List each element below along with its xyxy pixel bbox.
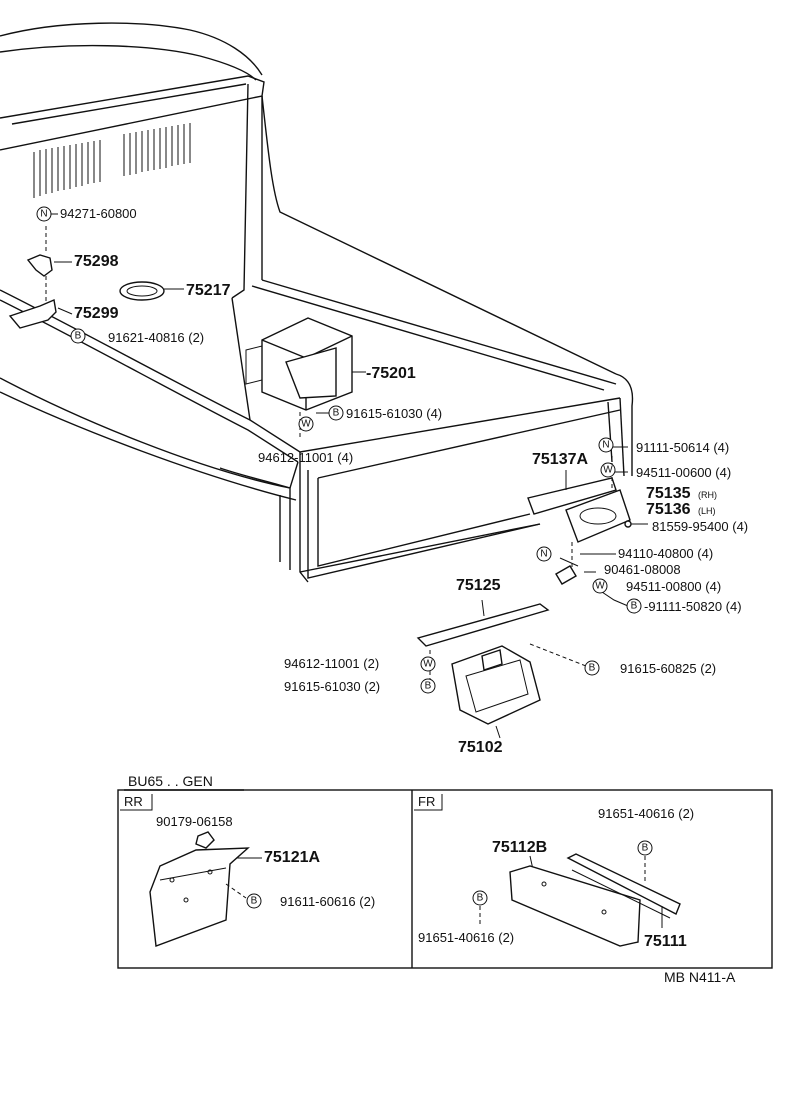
label-91615a: 91615-61030 (4): [346, 406, 442, 421]
label-91651a: 91651-40616 (2): [598, 806, 694, 821]
label-75111: 75111: [644, 933, 687, 950]
bolt-symbol: B: [251, 896, 258, 907]
vent-louvres: [33, 123, 191, 198]
inset-section: BU65 . . GEN RR 90179-06158 75121A B 916…: [117, 773, 773, 985]
label-81559: 81559-95400 (4): [652, 519, 748, 534]
label-90179: 90179-06158: [156, 814, 233, 829]
bar-75137A: [527, 477, 617, 515]
bolt-symbol: B: [631, 601, 638, 612]
label-91111b: -91111-50820 (4): [644, 599, 742, 614]
bolt-symbol: B: [425, 681, 432, 692]
drawing-code: MB N411-A: [664, 969, 736, 985]
label-75298: 75298: [74, 253, 119, 270]
bolt-symbol: B: [75, 331, 82, 342]
label-75136-side: (LH): [698, 506, 716, 516]
clip-75298: [26, 254, 53, 277]
bracket-75299: [8, 299, 57, 329]
bolt-symbol: B: [642, 843, 649, 854]
label-90461: 90461-08008: [604, 562, 681, 577]
panel-rr-label: RR: [124, 794, 143, 809]
callouts: N 94271-60800 75298 75217 75299 B 91621-…: [36, 206, 748, 756]
label-94511b: 94511-00800 (4): [626, 579, 721, 594]
bolt-symbol: B: [333, 408, 340, 419]
label-91621: 91621-40816 (2): [108, 330, 204, 345]
label-75217: 75217: [186, 282, 231, 299]
label-94612b: 94612-11001 (2): [284, 656, 379, 671]
label-91651b: 91651-40616 (2): [418, 930, 514, 945]
label-94271: 94271-60800: [60, 206, 137, 221]
bolt-symbol: B: [589, 663, 596, 674]
label-75136: 75136: [646, 501, 691, 518]
vehicle-body-drawing: [0, 22, 634, 583]
bracket-75111: [566, 853, 681, 919]
mudflap-75121A: [149, 847, 250, 947]
label-75112B: 75112B: [492, 839, 547, 856]
label-75299: 75299: [74, 305, 119, 322]
section-title: BU65 . . GEN: [128, 773, 213, 789]
label-75102: 75102: [458, 739, 503, 756]
panel-fr-label: FR: [418, 794, 435, 809]
plate-75125: [416, 603, 550, 647]
label-75135-side: (RH): [698, 490, 717, 500]
label-94511a: 94511-00600 (4): [636, 465, 731, 480]
label-94612a: 94612-11001 (4): [258, 450, 353, 465]
bolt-symbol: B: [477, 893, 484, 904]
washer-symbol: W: [595, 581, 605, 592]
mount-75102: [451, 645, 541, 725]
label-75125: 75125: [456, 577, 501, 594]
label-91615b: 91615-60825 (2): [620, 661, 716, 676]
washer-symbol: W: [423, 659, 433, 670]
washer-symbol: W: [603, 465, 613, 476]
label-94110: 94110-40800 (4): [618, 546, 713, 561]
label-91615c: 91615-61030 (2): [284, 679, 380, 694]
label-75135: 75135: [646, 485, 691, 502]
washer-symbol: W: [301, 419, 311, 430]
nut-90179: [195, 831, 215, 849]
bracket-75135: [565, 489, 631, 543]
label-75201: -75201: [366, 365, 416, 382]
ring-75217: [119, 281, 165, 301]
nut-symbol: N: [40, 209, 47, 220]
box-75201: [245, 317, 353, 411]
label-75121A: 75121A: [264, 849, 320, 866]
nut-symbol: N: [540, 549, 547, 560]
plate-75112B: [509, 865, 641, 947]
mount-parts-left: [8, 226, 366, 440]
label-75137A: 75137A: [532, 451, 588, 468]
hitch-parts-right: [416, 456, 648, 739]
label-91611: 91611-60616 (2): [280, 894, 375, 909]
label-91111a: 91111-50614 (4): [636, 440, 729, 455]
nut-symbol: N: [602, 440, 609, 451]
